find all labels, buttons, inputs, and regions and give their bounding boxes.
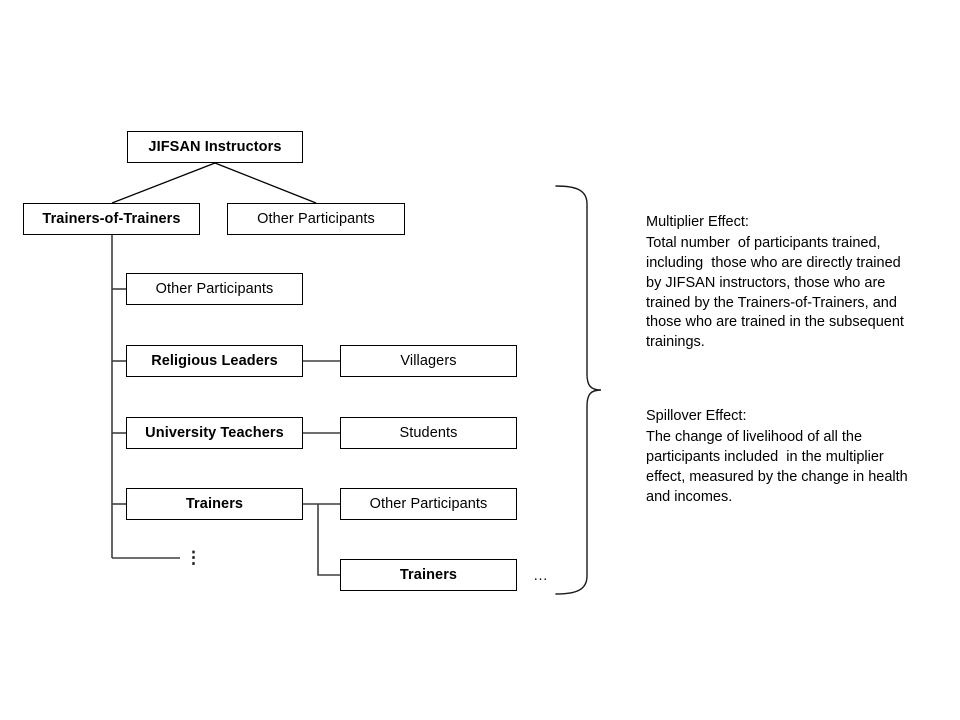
- node-trainers-of-trainers[interactable]: Trainers-of-Trainers: [23, 203, 200, 235]
- vertical-ellipsis-icon: ⋮: [185, 548, 203, 567]
- node-trainers-level2[interactable]: Trainers: [126, 488, 303, 520]
- multiplier-effect-body: Total number of participants trained, in…: [646, 235, 913, 351]
- spillover-effect-body: The change of livelihood of all the part…: [646, 429, 912, 505]
- node-trainers-level3[interactable]: Trainers: [340, 559, 517, 591]
- node-religious-leaders[interactable]: Religious Leaders: [126, 345, 303, 377]
- node-other-participants-top[interactable]: Other Participants: [227, 203, 405, 235]
- horizontal-ellipsis-icon: …: [533, 567, 549, 584]
- node-other-participants-level2[interactable]: Other Participants: [126, 273, 303, 305]
- spillover-effect-heading: Spillover Effect:: [646, 408, 747, 424]
- node-other-participants-level3[interactable]: Other Participants: [340, 488, 517, 520]
- node-university-teachers[interactable]: University Teachers: [126, 417, 303, 449]
- edge-jifsan-to-tot: [111, 162, 216, 204]
- grouping-brace: [555, 185, 602, 595]
- node-jifsan-instructors[interactable]: JIFSAN Instructors: [127, 131, 303, 163]
- edge-jifsan-to-other: [214, 162, 317, 204]
- node-villagers[interactable]: Villagers: [340, 345, 517, 377]
- edge-trainers-to-trainers-l3: [317, 504, 340, 576]
- node-students[interactable]: Students: [340, 417, 517, 449]
- multiplier-effect-heading: Multiplier Effect:: [646, 214, 749, 230]
